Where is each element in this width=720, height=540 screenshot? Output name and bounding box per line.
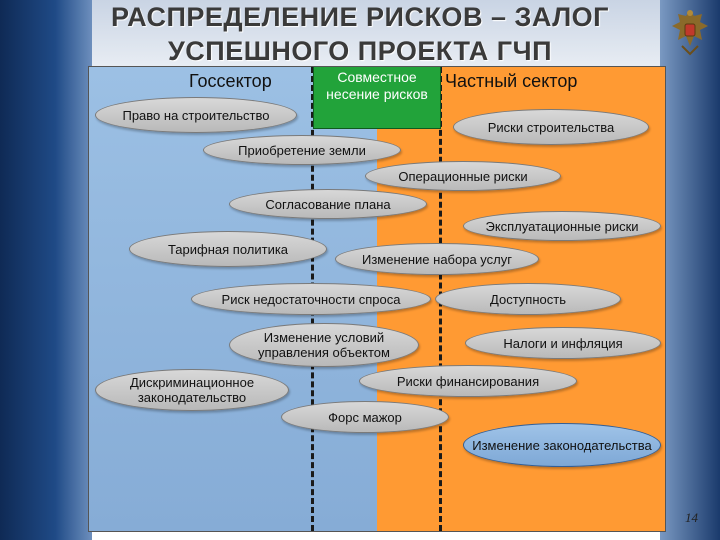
emblem-icon xyxy=(668,6,712,56)
risk-oval: Риски строительства xyxy=(453,109,649,145)
left-decor-strip xyxy=(0,0,92,540)
risk-oval: Согласование плана xyxy=(229,189,427,219)
right-decor-strip xyxy=(660,0,720,540)
risk-oval: Доступность xyxy=(435,283,621,315)
risk-oval: Риск недостаточности спроса xyxy=(191,283,431,315)
risk-oval: Тарифная политика xyxy=(129,231,327,267)
risk-oval: Налоги и инфляция xyxy=(465,327,661,359)
risk-oval: Изменение условий управления объектом xyxy=(229,323,419,367)
slide-title: РАСПРЕДЕЛЕНИЕ РИСКОВ – ЗАЛОГ УСПЕШНОГО П… xyxy=(100,0,620,68)
risk-oval: Дискриминационное законодательство xyxy=(95,369,289,411)
title-line-2: УСПЕШНОГО ПРОЕКТА ГЧП xyxy=(168,36,552,66)
public-sector-label: Госсектор xyxy=(189,71,272,91)
title-line-1: РАСПРЕДЕЛЕНИЕ РИСКОВ – ЗАЛОГ xyxy=(111,2,609,32)
risk-oval: Право на строительство xyxy=(95,97,297,133)
risk-oval: Операционные риски xyxy=(365,161,561,191)
risk-oval: Приобретение земли xyxy=(203,135,401,165)
risk-distribution-panel: Госсектор Частный сектор Совместное несе… xyxy=(88,66,666,532)
risk-oval: Изменение законодательства xyxy=(463,423,661,467)
private-sector-label: Частный сектор xyxy=(445,71,578,91)
risk-oval: Риски финансирования xyxy=(359,365,577,397)
joint-risk-box: Совместное несение рисков xyxy=(313,67,441,129)
risk-oval: Эксплуатационные риски xyxy=(463,211,661,241)
risk-oval: Изменение набора услуг xyxy=(335,243,539,275)
risk-oval: Форс мажор xyxy=(281,401,449,433)
page-number: 14 xyxy=(685,510,698,525)
